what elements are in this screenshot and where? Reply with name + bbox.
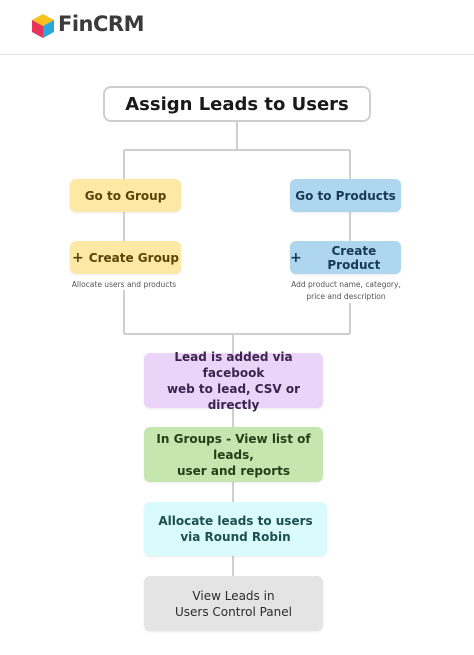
plus-icon: + <box>72 249 84 266</box>
cube-logo-icon <box>32 14 54 38</box>
groups-view-label: In Groups - View list of leads, user and… <box>156 431 311 478</box>
create-group-node: + Create Group <box>70 241 181 274</box>
round-robin-label: Allocate leads to users via Round Robin <box>158 514 313 544</box>
go-to-products-node: Go to Products <box>290 179 401 212</box>
create-product-node: + Create Product <box>290 241 401 274</box>
diagram-title: Assign Leads to Users <box>103 86 371 122</box>
round-robin-node: Allocate leads to users via Round Robin <box>144 502 327 556</box>
view-leads-node: View Leads in Users Control Panel <box>144 576 323 631</box>
create-group-label: Create Group <box>88 250 179 265</box>
go-to-group-label: Go to Group <box>84 188 167 203</box>
create-product-label: Create Product <box>327 243 381 272</box>
brand-name: FinCRM <box>58 12 144 36</box>
go-to-group-node: Go to Group <box>70 179 181 212</box>
plus-icon: + <box>290 249 302 266</box>
go-to-products-label: Go to Products <box>295 188 396 203</box>
header-bar: FinCRM <box>0 0 474 55</box>
lead-added-node: Lead is added via facebook web to lead, … <box>144 350 323 412</box>
view-leads-label: View Leads in Users Control Panel <box>175 588 292 619</box>
groups-view-node: In Groups - View list of leads, user and… <box>144 427 323 482</box>
create-group-note: Allocate users and products <box>71 280 177 289</box>
lead-added-label: Lead is added via facebook web to lead, … <box>166 349 301 412</box>
create-product-note: Add product name, category, price and de… <box>291 280 401 301</box>
